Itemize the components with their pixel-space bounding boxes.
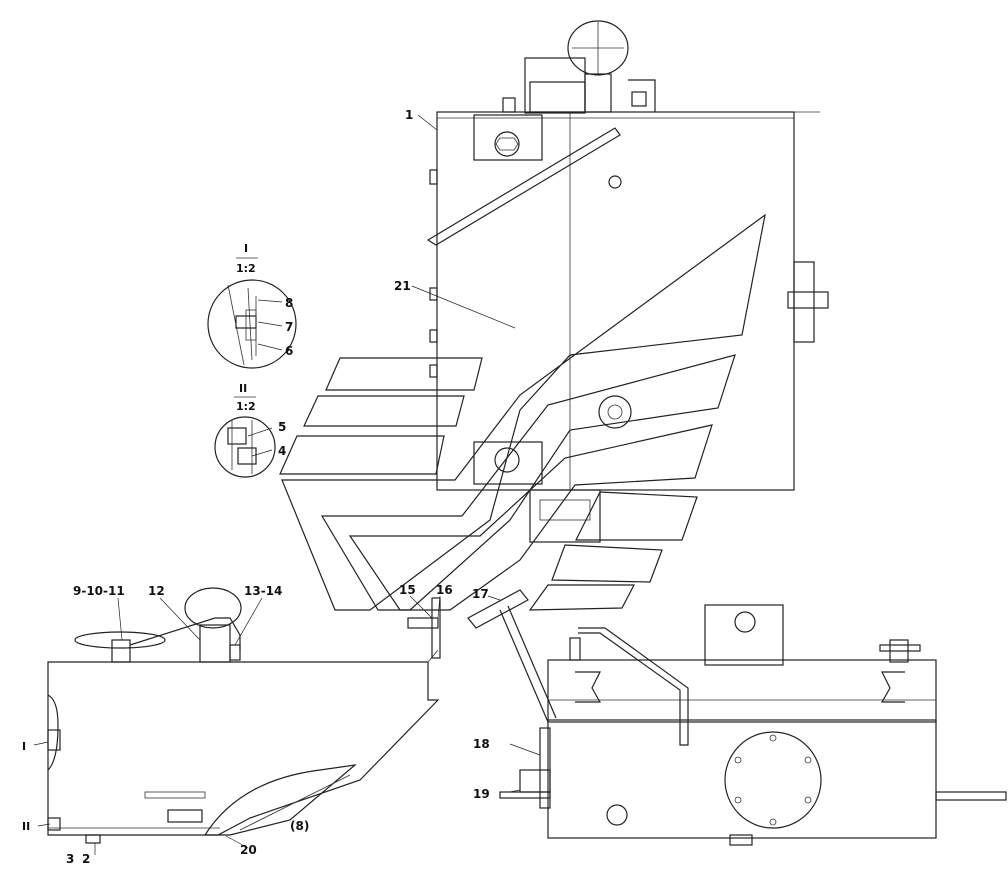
- detail-II: [214, 416, 276, 478]
- support-bar: [467, 589, 557, 723]
- callout-17: 17: [472, 587, 489, 601]
- callout-18: 18: [473, 737, 490, 751]
- callout-16: 16: [436, 583, 453, 597]
- callout-21: 21: [394, 279, 411, 293]
- swoosh-decal-icon: [279, 213, 766, 611]
- callout-1: 1: [405, 108, 413, 122]
- detail-II-scale: 1:2: [236, 400, 256, 413]
- detail-I-label: I: [244, 242, 248, 255]
- tank-cap-icon: [567, 20, 629, 113]
- callout-12: 12: [148, 584, 165, 598]
- callout-labels: 1 21 8 7 6 5 4 9-10-11 12 13-14 15 16 17…: [22, 108, 490, 866]
- callout-9-10-11: 9-10-11: [73, 584, 125, 598]
- callout-19: 19: [473, 787, 490, 801]
- section-mark-I: I: [22, 740, 26, 753]
- section-mark-II: II: [22, 820, 30, 833]
- callout-3: 3: [66, 852, 74, 866]
- front-view-tank: [426, 20, 829, 543]
- side-view-tank: [47, 587, 441, 844]
- callout-7: 7: [285, 320, 293, 334]
- leader-lines: [33, 114, 541, 855]
- detail-I-scale: 1:2: [236, 262, 256, 275]
- bolt-icon: [494, 131, 520, 157]
- tank-cap-icon: [184, 587, 242, 663]
- callout-6: 6: [285, 344, 293, 358]
- callout-8: 8: [285, 296, 293, 310]
- detail-II-label: II: [239, 382, 247, 395]
- callout-15: 15: [399, 583, 416, 597]
- end-view-tank: [499, 604, 1007, 846]
- callout-4: 4: [278, 444, 286, 458]
- callout-8-paren: (8): [290, 819, 309, 833]
- drain-plug-icon: [85, 834, 101, 844]
- callout-5: 5: [278, 420, 286, 434]
- detail-I: [207, 279, 297, 369]
- callout-20: 20: [240, 843, 257, 857]
- callout-13-14: 13-14: [244, 584, 282, 598]
- callout-2: 2: [82, 852, 90, 866]
